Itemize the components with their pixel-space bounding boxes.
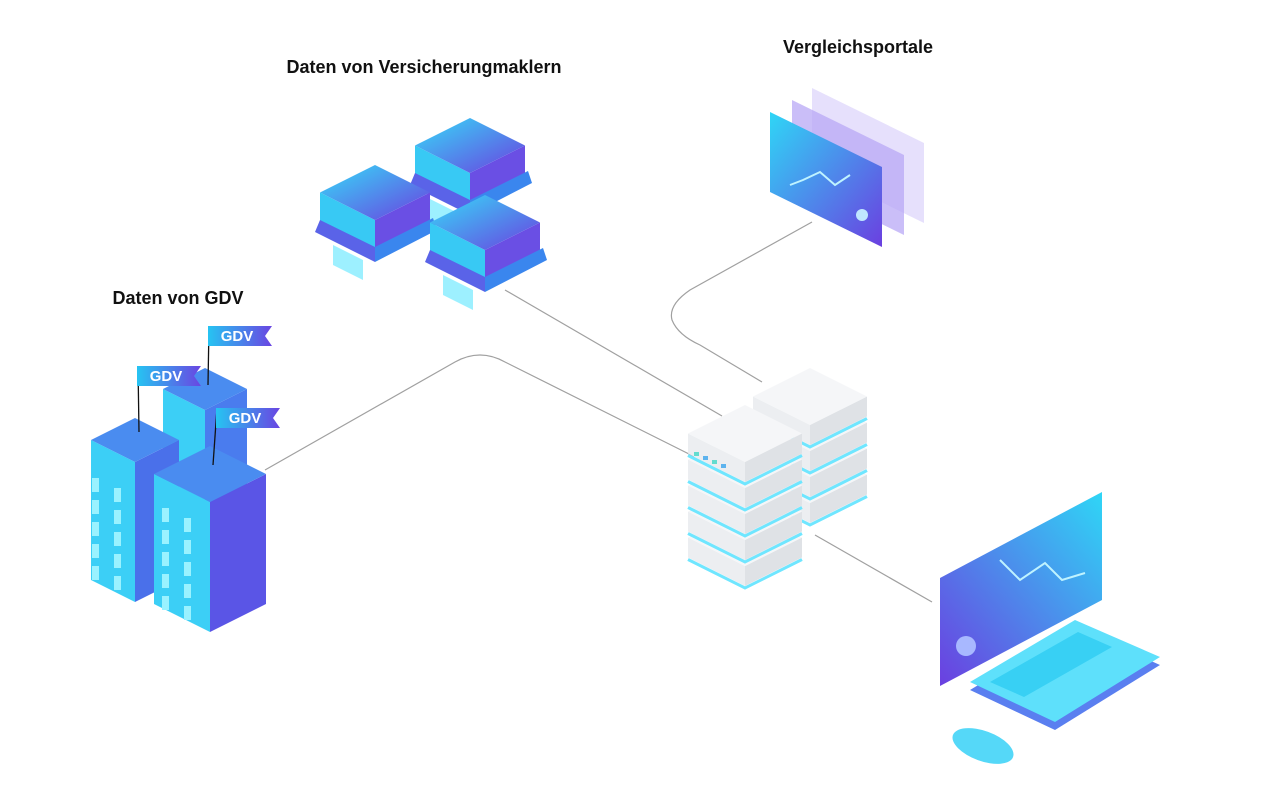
window [184,606,191,620]
server-stack-front [687,405,803,590]
window [162,530,169,544]
chart-line-icon [999,559,1086,582]
tower-left-left-face [91,440,135,602]
monitor-screen [940,492,1102,686]
shop-window [443,275,473,310]
mouse [952,728,1014,764]
broker-shops [315,118,547,310]
window [184,518,191,532]
awning-icon [485,248,547,292]
awning-icon [410,173,470,215]
window [162,508,169,522]
server-unit-left-face [688,537,745,586]
window [92,478,99,492]
window [92,500,99,514]
gdv-flag-text: GDV [229,410,262,427]
window [92,544,99,558]
gdv-flag [216,408,280,428]
window [92,522,99,536]
connector-portals-server [670,221,813,383]
window [184,562,191,576]
shop-3-top [430,195,540,250]
window [184,540,191,554]
server-unit-right-face [745,485,802,534]
gdv-buildings: GDV GDV GDV [91,325,280,632]
server-glow [687,454,803,486]
tower-front-right-face [210,474,266,632]
tower-front-top [154,446,266,502]
connector-gdv-server [264,354,706,471]
pie-chart-icon [856,209,868,221]
server-unit-left-face [688,459,745,508]
shop-1 [410,118,532,233]
window [162,574,169,588]
workstation [940,492,1160,764]
gdv-flag-text: GDV [221,328,254,345]
status-led [721,464,726,468]
window [114,576,121,590]
connector-brokers-server [504,289,723,417]
server-unit-top [688,405,802,462]
server-unit [688,405,802,482]
window [114,510,121,524]
shop-2 [315,165,437,280]
window [114,488,121,502]
server-glow [687,532,803,564]
shop-3 [425,195,547,310]
server-unit-left-face [688,511,745,560]
server-unit-right-face [810,474,867,523]
status-led [703,456,708,460]
connector-server-workstation [814,534,933,603]
server-glow [687,558,803,590]
gdv-flag [208,326,272,346]
shop-1-top [415,118,525,173]
server-unit-right-face [810,448,867,497]
awning-icon [375,218,437,262]
server-unit-top [753,368,867,425]
server-unit-left-face [688,433,745,482]
server-unit-right-face [810,422,867,471]
window [162,596,169,610]
window [162,552,169,566]
server-unit-right-face [810,396,867,445]
gdv-flag [137,366,201,386]
keyboard-keys [990,632,1112,697]
awning-icon [315,220,375,262]
server-unit-right-face [745,511,802,560]
brokers-label: Daten von Versicherungmaklern [286,57,562,77]
awning-icon [425,250,485,292]
chart-line-icon [789,170,851,187]
status-led [712,460,717,464]
server-glow [687,480,803,512]
server-unit-right-face [745,537,802,586]
status-led [694,452,699,456]
pie-chart-icon [956,636,976,656]
server-unit-left-face [688,485,745,534]
portal-card [770,112,882,247]
comparison-portal-cards [770,88,924,247]
shop-2-top [320,165,430,220]
portals-label: Vergleichsportale [782,37,934,57]
window [114,554,121,568]
tower-front [154,446,266,632]
window [92,566,99,580]
window [184,584,191,598]
tower-left-top [91,418,179,462]
server-stacks [687,368,868,590]
server-unit-right-face [745,433,802,482]
server-unit-right-face [745,459,802,508]
shop-window [333,245,363,280]
server-glow [687,506,803,538]
gdv-flag-text: GDV [150,368,183,385]
gdv-label: Daten von GDV [112,288,244,308]
window [114,532,121,546]
